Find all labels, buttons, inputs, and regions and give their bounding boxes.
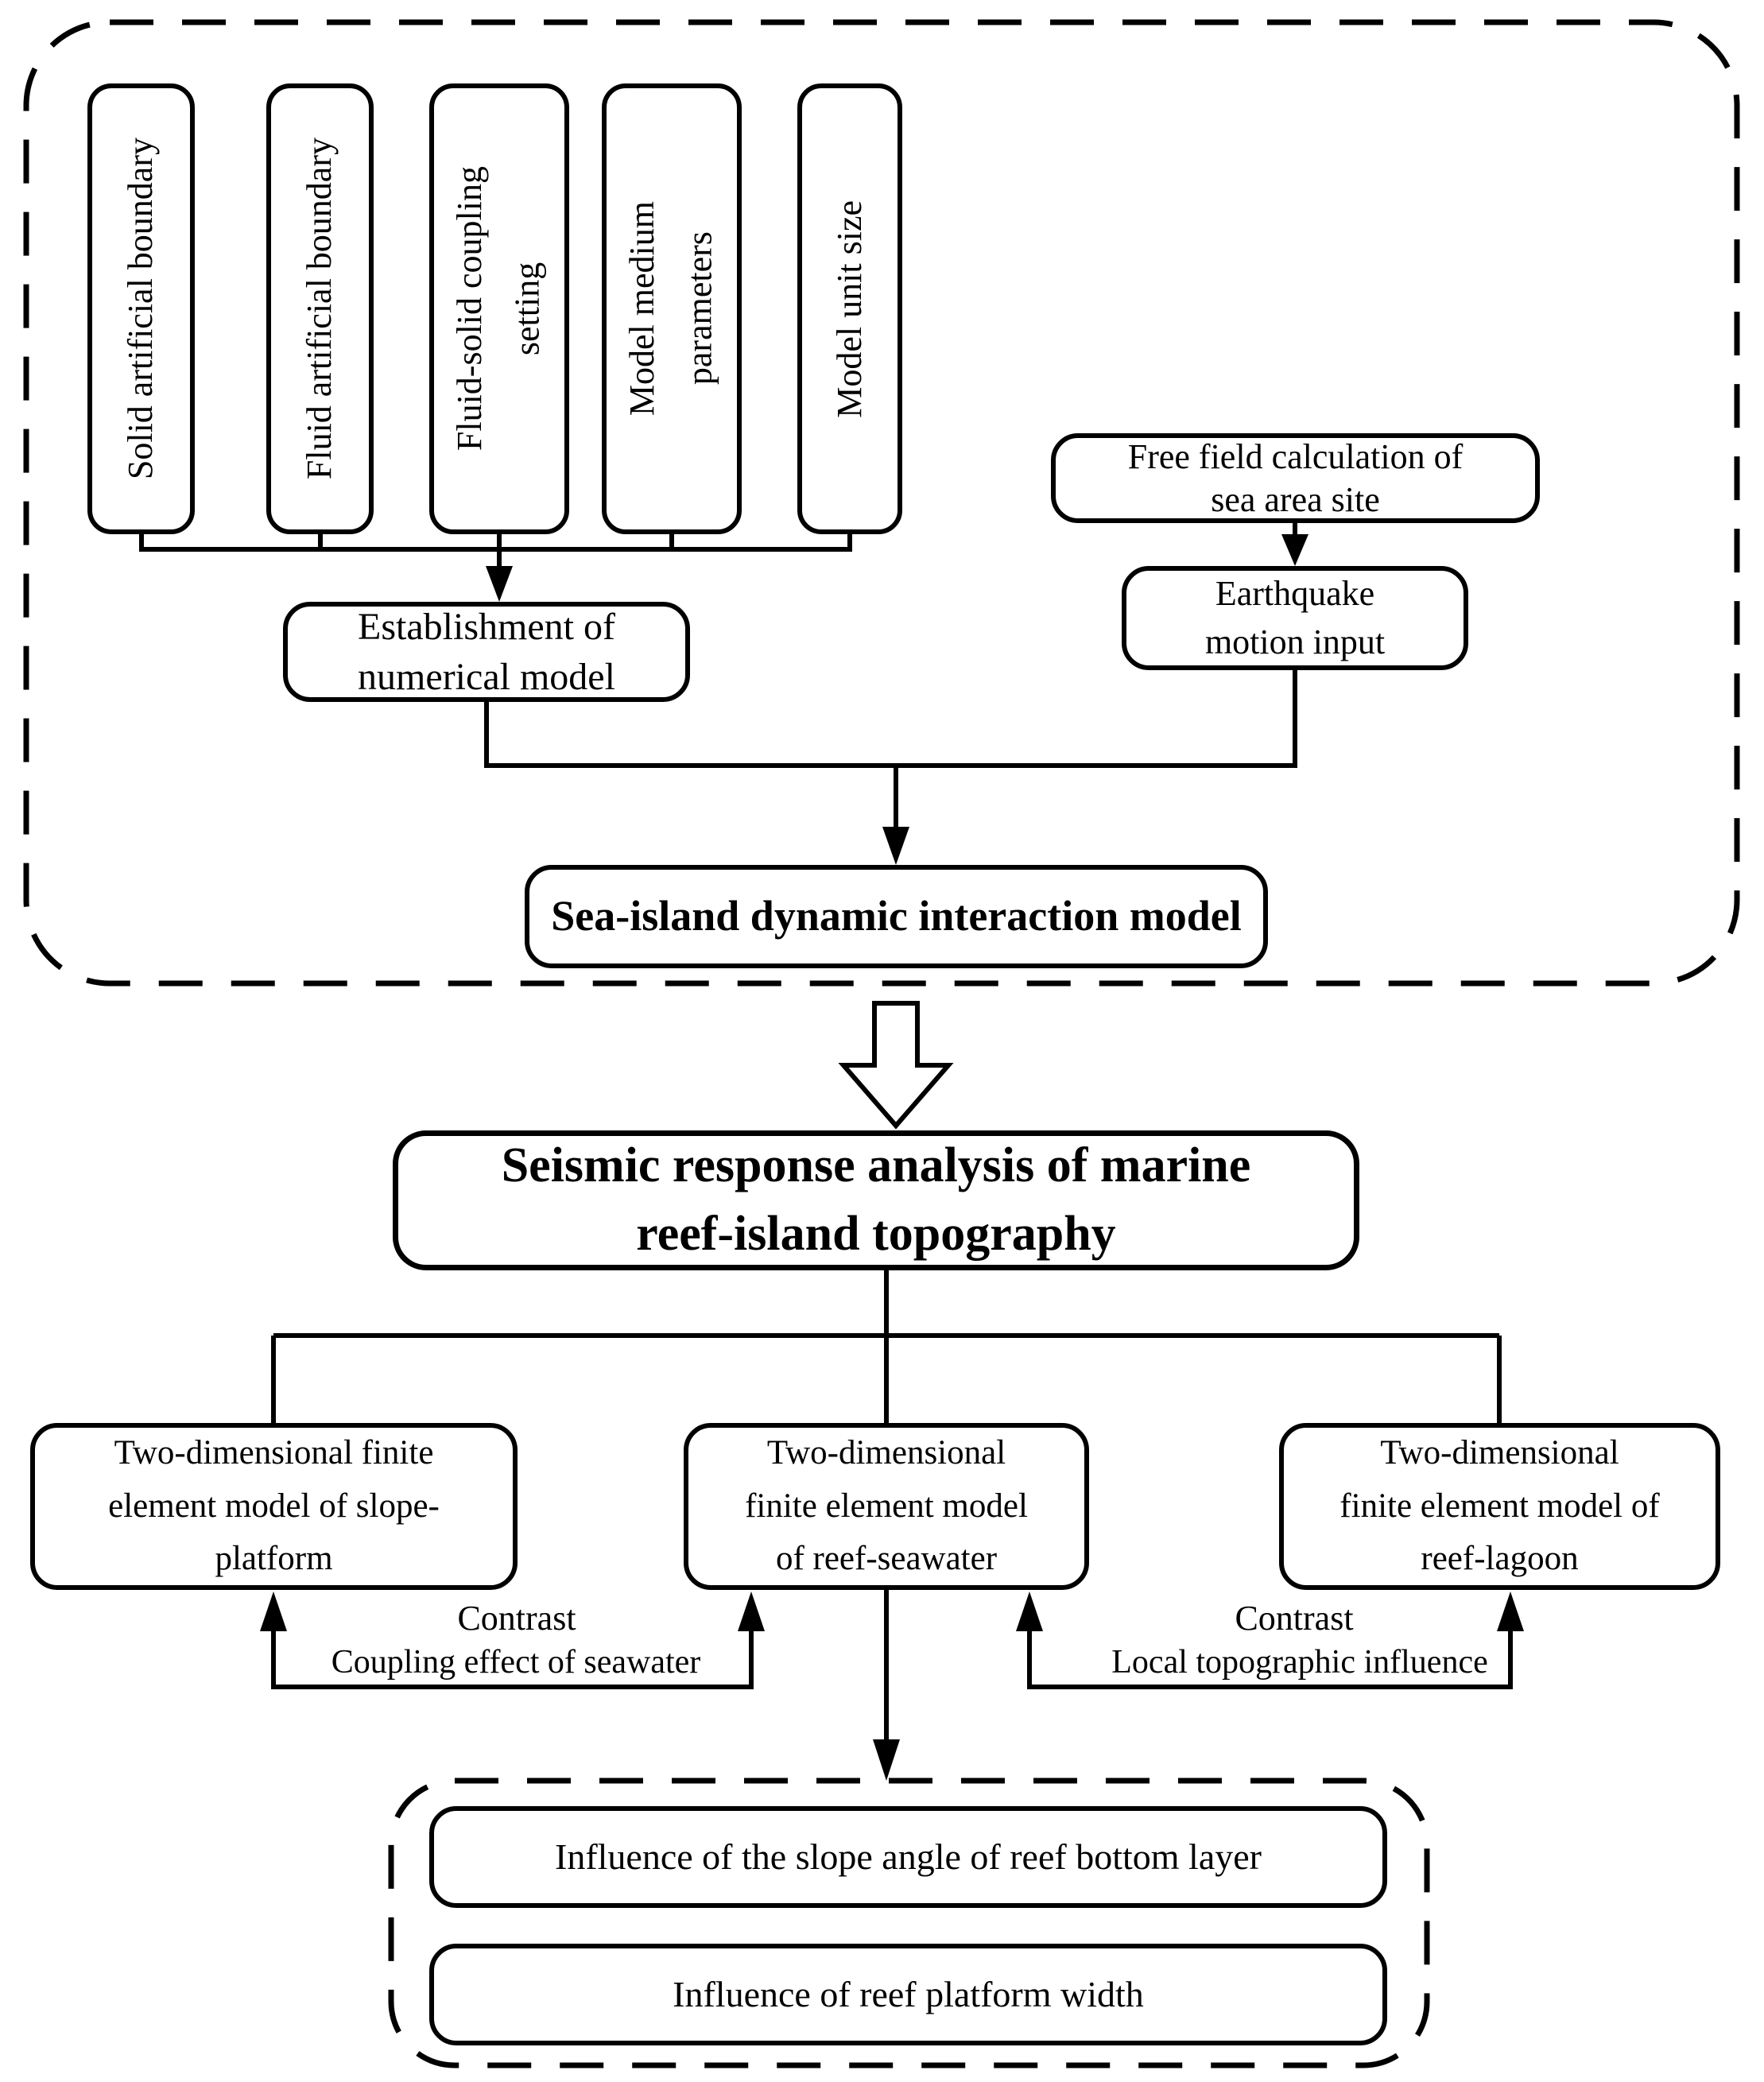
input-label-line: Model unit size xyxy=(829,200,869,418)
input-box-label: Model medium parameters xyxy=(614,201,729,416)
free-field-line: sea area site xyxy=(1211,479,1380,519)
contrast-left-subtitle: Coupling effect of seawater xyxy=(331,1644,701,1681)
study-label: Influence of the slope angle of reef bot… xyxy=(555,1835,1262,1878)
input-box-model-medium-parameters: Model medium parameters xyxy=(602,83,742,534)
sea-island-line: Sea-island dynamic interaction model xyxy=(551,892,1242,940)
contrast-right-arrowhead-into-reef-lagoon xyxy=(1497,1592,1524,1631)
input-bus-connector xyxy=(139,525,852,552)
establishment-of-numerical-model-box: Establishment of numerical model xyxy=(283,602,690,702)
input-label-line: Fluid artificial boundary xyxy=(300,138,339,480)
input-box-fluid-artificial-boundary: Fluid artificial boundary xyxy=(266,83,374,534)
branch-box-reef-seawater-model: Two-dimensional finite element model of … xyxy=(684,1423,1089,1590)
branch-line: element model of slope- xyxy=(108,1487,440,1525)
earthquake-label: Earthquake motion input xyxy=(1205,570,1385,666)
sea-island-dynamic-interaction-model-box: Sea-island dynamic interaction model xyxy=(525,865,1268,968)
contrast-right-channel xyxy=(1027,1628,1513,1689)
branch-line: Two-dimensional finite xyxy=(114,1434,434,1472)
earthquake-line: motion input xyxy=(1204,622,1386,661)
bus-to-establishment-arrowhead xyxy=(486,566,513,602)
merge-connector xyxy=(484,668,1297,830)
input-box-model-unit-size: Model unit size xyxy=(797,83,902,534)
input-box-solid-artificial-boundary: Solid artificial boundary xyxy=(87,83,195,534)
study-box-platform-width-influence: Influence of reef platform width xyxy=(429,1944,1387,2045)
contrast-left-arrowhead-into-reef-seawater xyxy=(738,1592,765,1631)
study-label: Influence of reef platform width xyxy=(673,1972,1144,2016)
contrast-left-arrowhead-into-slope-platform xyxy=(260,1592,287,1631)
input-box-label: Fluid artificial boundary xyxy=(291,138,349,479)
free-field-label: Free field calculation of sea area site xyxy=(1128,436,1463,521)
middle-to-stage3-arrowhead xyxy=(873,1739,900,1781)
contrast-right-arrowhead-into-reef-seawater xyxy=(1016,1592,1043,1631)
branch-box-slope-platform-model: Two-dimensional finite element model of … xyxy=(30,1423,518,1590)
merge-arrowhead xyxy=(882,827,909,865)
branch-line: Two-dimensional xyxy=(766,1434,1006,1472)
branch-tree-connector xyxy=(271,1268,1502,1427)
freefield-to-earthquake-arrowhead xyxy=(1281,534,1308,566)
input-label-line: Model medium xyxy=(622,201,662,417)
input-label-line: parameters xyxy=(680,232,719,386)
seismic-title-label: Seismic response analysis of marine reef… xyxy=(502,1132,1251,1268)
branch-label: Two-dimensional finite element model of … xyxy=(108,1427,440,1586)
seismic-title-line: reef-island topography xyxy=(636,1207,1116,1261)
input-label-line: Solid artificial boundary xyxy=(121,138,161,480)
contrast-right-title: Contrast xyxy=(1235,1598,1354,1638)
input-label-line: setting xyxy=(508,262,547,356)
input-box-label: Solid artificial boundary xyxy=(112,138,170,479)
input-box-label: Model unit size xyxy=(821,200,879,418)
seismic-response-analysis-title-box: Seismic response analysis of marine reef… xyxy=(393,1130,1359,1270)
branch-line: finite element model of xyxy=(1339,1487,1660,1525)
establishment-line: numerical model xyxy=(358,656,615,698)
sea-island-label: Sea-island dynamic interaction model xyxy=(551,892,1242,940)
contrast-right-subtitle: Local topographic influence xyxy=(1111,1644,1488,1681)
input-box-fluid-solid-coupling-setting: Fluid-solid coupling setting xyxy=(429,83,569,534)
study-line: Influence of reef platform width xyxy=(673,1974,1144,2015)
branch-label: Two-dimensional finite element model of … xyxy=(1339,1427,1659,1586)
establishment-label: Establishment of numerical model xyxy=(358,602,615,703)
stage1-dashed-container xyxy=(23,19,1740,987)
study-line: Influence of the slope angle of reef bot… xyxy=(555,1836,1262,1878)
branch-label: Two-dimensional finite element model of … xyxy=(745,1427,1028,1586)
contrast-left-title: Contrast xyxy=(457,1598,576,1638)
branch-line: Two-dimensional xyxy=(1380,1434,1619,1472)
stage-transition-hollow-arrow-icon xyxy=(838,1001,954,1130)
study-box-slope-angle-influence: Influence of the slope angle of reef bot… xyxy=(429,1806,1387,1908)
establishment-line: Establishment of xyxy=(358,605,615,648)
branch-line: reef-lagoon xyxy=(1421,1540,1579,1578)
earthquake-line: Earthquake xyxy=(1215,573,1375,613)
earthquake-motion-input-box: Earthquake motion input xyxy=(1122,566,1468,670)
branch-line: finite element model xyxy=(745,1487,1028,1525)
seismic-title-line: Seismic response analysis of marine xyxy=(501,1138,1251,1193)
branch-box-reef-lagoon-model: Two-dimensional finite element model of … xyxy=(1279,1423,1720,1590)
input-label-line: Fluid-solid coupling xyxy=(450,166,490,452)
stage3-dashed-container xyxy=(388,1778,1430,2068)
free-field-calculation-box: Free field calculation of sea area site xyxy=(1051,433,1540,523)
branch-line: of reef-seawater xyxy=(775,1540,998,1578)
free-field-line: Free field calculation of xyxy=(1127,436,1464,476)
branch-line: platform xyxy=(215,1540,333,1578)
input-box-label: Fluid-solid coupling setting xyxy=(441,166,556,451)
contrast-left-channel xyxy=(271,1628,754,1689)
